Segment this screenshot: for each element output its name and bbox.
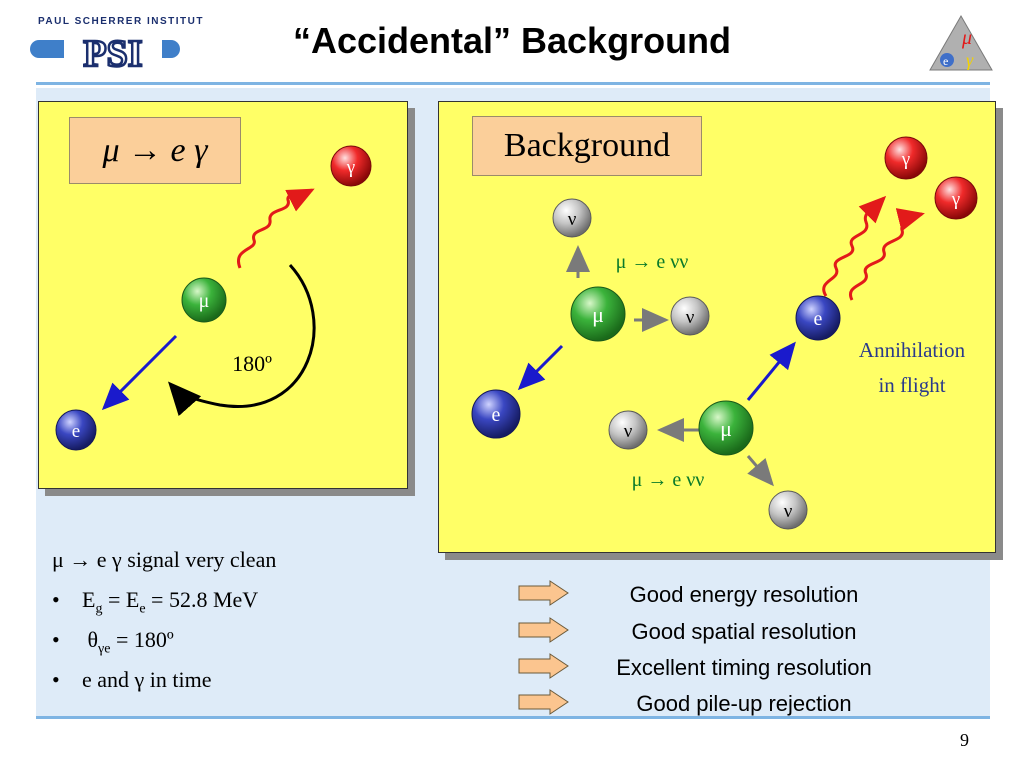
requirement-row: Good pile-up rejection: [518, 687, 988, 723]
requirement-timing: Excellent timing resolution: [616, 655, 872, 680]
bg-neutrino-top: ν: [552, 198, 592, 238]
bg-photon-track-2: [849, 208, 925, 301]
requirement-row: Good energy resolution: [518, 578, 988, 614]
signal-photon-track: [236, 188, 315, 269]
bg-electron-track-up: [746, 341, 796, 401]
decay-label-lower: μ → e νν: [632, 469, 705, 491]
bg-muon-upper-label: μ: [592, 302, 604, 327]
signal-heading: μ → e γ signal very clean: [52, 547, 277, 572]
svg-text:γ: γ: [966, 50, 974, 70]
signal-label: μ → e γ: [69, 117, 241, 184]
bg-electron-left: e: [471, 389, 521, 439]
psi-logo: PSI: [30, 30, 180, 74]
requirement-row: Excellent timing resolution: [518, 651, 988, 687]
requirement-row: Good spatial resolution: [518, 615, 988, 651]
arrow-right-icon: [518, 653, 569, 679]
arrow-right-icon: [518, 689, 569, 715]
bg-muon-lower: μ: [698, 400, 754, 456]
bg-neutrino-top-label: ν: [568, 209, 577, 230]
list-item-angle: • θγe = 180º: [52, 627, 174, 657]
bg-gamma-1-label: γ: [901, 149, 910, 170]
bg-electron-annihilating-label: e: [814, 308, 823, 330]
list-item-timing: •e and γ in time: [52, 667, 212, 692]
signal-muon: μ: [181, 277, 227, 323]
bg-muon-upper: μ: [570, 286, 626, 342]
bg-gamma-1: γ: [884, 136, 928, 180]
mu-e-gamma-logo: μ e γ: [929, 14, 993, 71]
signal-muon-label: μ: [199, 290, 210, 312]
angle-label: 180º: [232, 351, 272, 376]
requirement-energy: Good energy resolution: [629, 582, 859, 607]
requirement-pileup: Good pile-up rejection: [636, 691, 852, 716]
bg-neutrino-left: ν: [608, 410, 648, 450]
signal-gamma: γ: [330, 145, 372, 187]
institute-name: PAUL SCHERRER INSTITUT: [38, 16, 204, 27]
bg-neutrino-bottom: ν: [768, 490, 808, 530]
bg-neutrino-bottom-label: ν: [784, 501, 793, 522]
svg-text:μ: μ: [961, 27, 972, 49]
annihilation-label-line2: in flight: [878, 373, 945, 397]
background-label: Background: [472, 116, 702, 176]
arrow-right-icon: [518, 617, 569, 643]
angle-arc: [168, 263, 316, 417]
psi-logo-text: PSI: [83, 33, 142, 74]
signal-electron: e: [55, 409, 97, 451]
list-item-energy: •Eg = Ee = 52.8 MeV: [52, 587, 259, 617]
bg-gamma-2: γ: [934, 176, 978, 220]
header-divider: [36, 82, 990, 85]
bg-electron-annihilating: e: [795, 295, 841, 341]
bg-electron-left-label: e: [492, 404, 501, 426]
bg-neutrino-left-label: ν: [624, 421, 633, 442]
bg-photon-track-1: [822, 195, 887, 297]
bg-muon-lower-label: μ: [720, 416, 732, 441]
page-number: 9: [960, 730, 969, 750]
signal-properties: μ → e γ signal very clean •Eg = Ee = 52.…: [52, 544, 276, 704]
bg-electron-track: [517, 344, 564, 391]
bg-gamma-2-label: γ: [951, 189, 960, 210]
bg-neutrino-track-down: [746, 455, 774, 487]
arrow-right-icon: [518, 580, 569, 606]
page-title: “Accidental” Background: [292, 20, 732, 61]
decay-label-upper: μ → e νν: [616, 251, 689, 273]
svg-text:e: e: [943, 54, 948, 68]
signal-electron-label: e: [72, 421, 80, 442]
annihilation-label-line1: Annihilation: [859, 338, 966, 362]
requirement-spatial: Good spatial resolution: [631, 619, 857, 644]
signal-gamma-label: γ: [346, 157, 355, 178]
signal-electron-track: [101, 334, 178, 411]
bg-neutrino-right-label: ν: [686, 307, 695, 328]
footer-divider: [36, 716, 990, 719]
bg-neutrino-right: ν: [670, 296, 710, 336]
